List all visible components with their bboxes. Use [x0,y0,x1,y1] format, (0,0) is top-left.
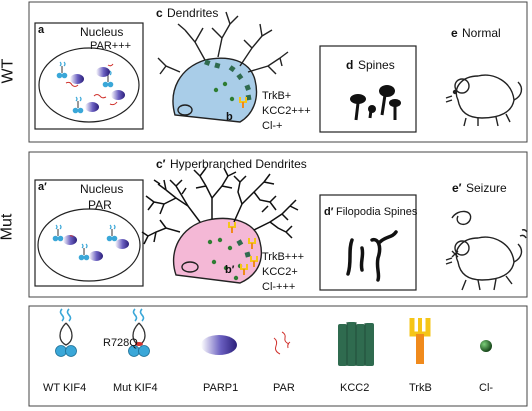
wt-c-title: Dendrites [167,6,219,20]
wt-d-title: Spines [358,58,395,72]
mut-marker-trkb: TrkB+++ [262,251,305,263]
wt-mouse [445,74,523,127]
wt-e-title: Normal [462,26,501,40]
legend-label-parp1: PARP1 [203,382,239,394]
wt-nucleus-molecules [56,61,125,114]
wt-d-label: d [346,58,354,72]
mut-marker-cl: Cl-+++ [262,281,296,293]
mut-d-label: d′ [324,206,334,218]
wt-panel-frame [28,1,528,143]
mut-b-label: b′ [225,264,235,276]
legend-label-wt-kif4: WT KIF4 [43,382,87,394]
wt-marker-trkb: TrkB+ [262,90,292,102]
wt-c-label: c [156,6,163,20]
legend-mutation-label: R728Q [103,337,138,349]
legend-label-trkb: TrkB [409,382,432,394]
mut-mouse [445,210,528,291]
legend-mut-kif4-icon [127,308,151,358]
mut-nucleus-title: Nucleus [80,182,124,196]
mut-filopodia-box [319,194,417,291]
legend-frame [28,305,528,407]
wt-nucleus-ellipse [38,47,140,123]
mut-e-label: e′ [452,181,462,195]
mut-neuron-dendrites [141,167,299,245]
mut-e-title: Seizure [466,181,507,195]
wt-nucleus-box [34,22,144,130]
wt-b-label: b [226,111,233,123]
mut-neuron-markers [207,221,258,281]
mut-c-title: Hyperbranched Dendrites [170,157,307,171]
legend-label-mut-kif4: Mut KIF4 [113,382,158,394]
mut-filopodia [346,230,398,282]
mut-c-label: c′ [156,157,166,171]
wt-neuron-kcc2 [204,59,252,109]
wt-marker-cl: Cl-+ [262,120,283,132]
wt-marker-kcc2: KCC2+++ [262,105,311,117]
mut-panel-frame [28,151,528,298]
mut-nucleus-ellipse [37,208,141,282]
wt-nucleus-title: Nucleus [80,25,124,39]
mut-a-label: a′ [38,181,47,193]
wt-spines [350,85,401,121]
mut-nucleus-molecules [52,224,129,261]
mut-d-title: Filopodia Spines [336,206,418,218]
mut-neuron [172,217,262,284]
legend-par-icon [273,331,291,355]
row-label-mut: Mut [0,213,16,241]
legend-cl-icon [480,340,492,352]
wt-spines-box [319,45,417,133]
legend-wt-kif4-icon [54,308,78,358]
mut-par-level: PAR [88,198,112,212]
mut-marker-kcc2: KCC2+ [262,266,298,278]
legend-label-par: PAR [273,382,295,394]
legend-parp1-icon [201,335,237,355]
legend-label-kcc2: KCC2 [340,382,370,394]
legend-kcc2-icon [338,322,374,366]
legend-trkb-icon [409,318,431,364]
wt-a-label: a [38,24,45,36]
legend-label-cl: Cl- [479,382,494,394]
wt-par-level: PAR+++ [90,40,132,52]
wt-e-label: e [451,26,458,40]
row-label-wt: WT [0,58,17,84]
